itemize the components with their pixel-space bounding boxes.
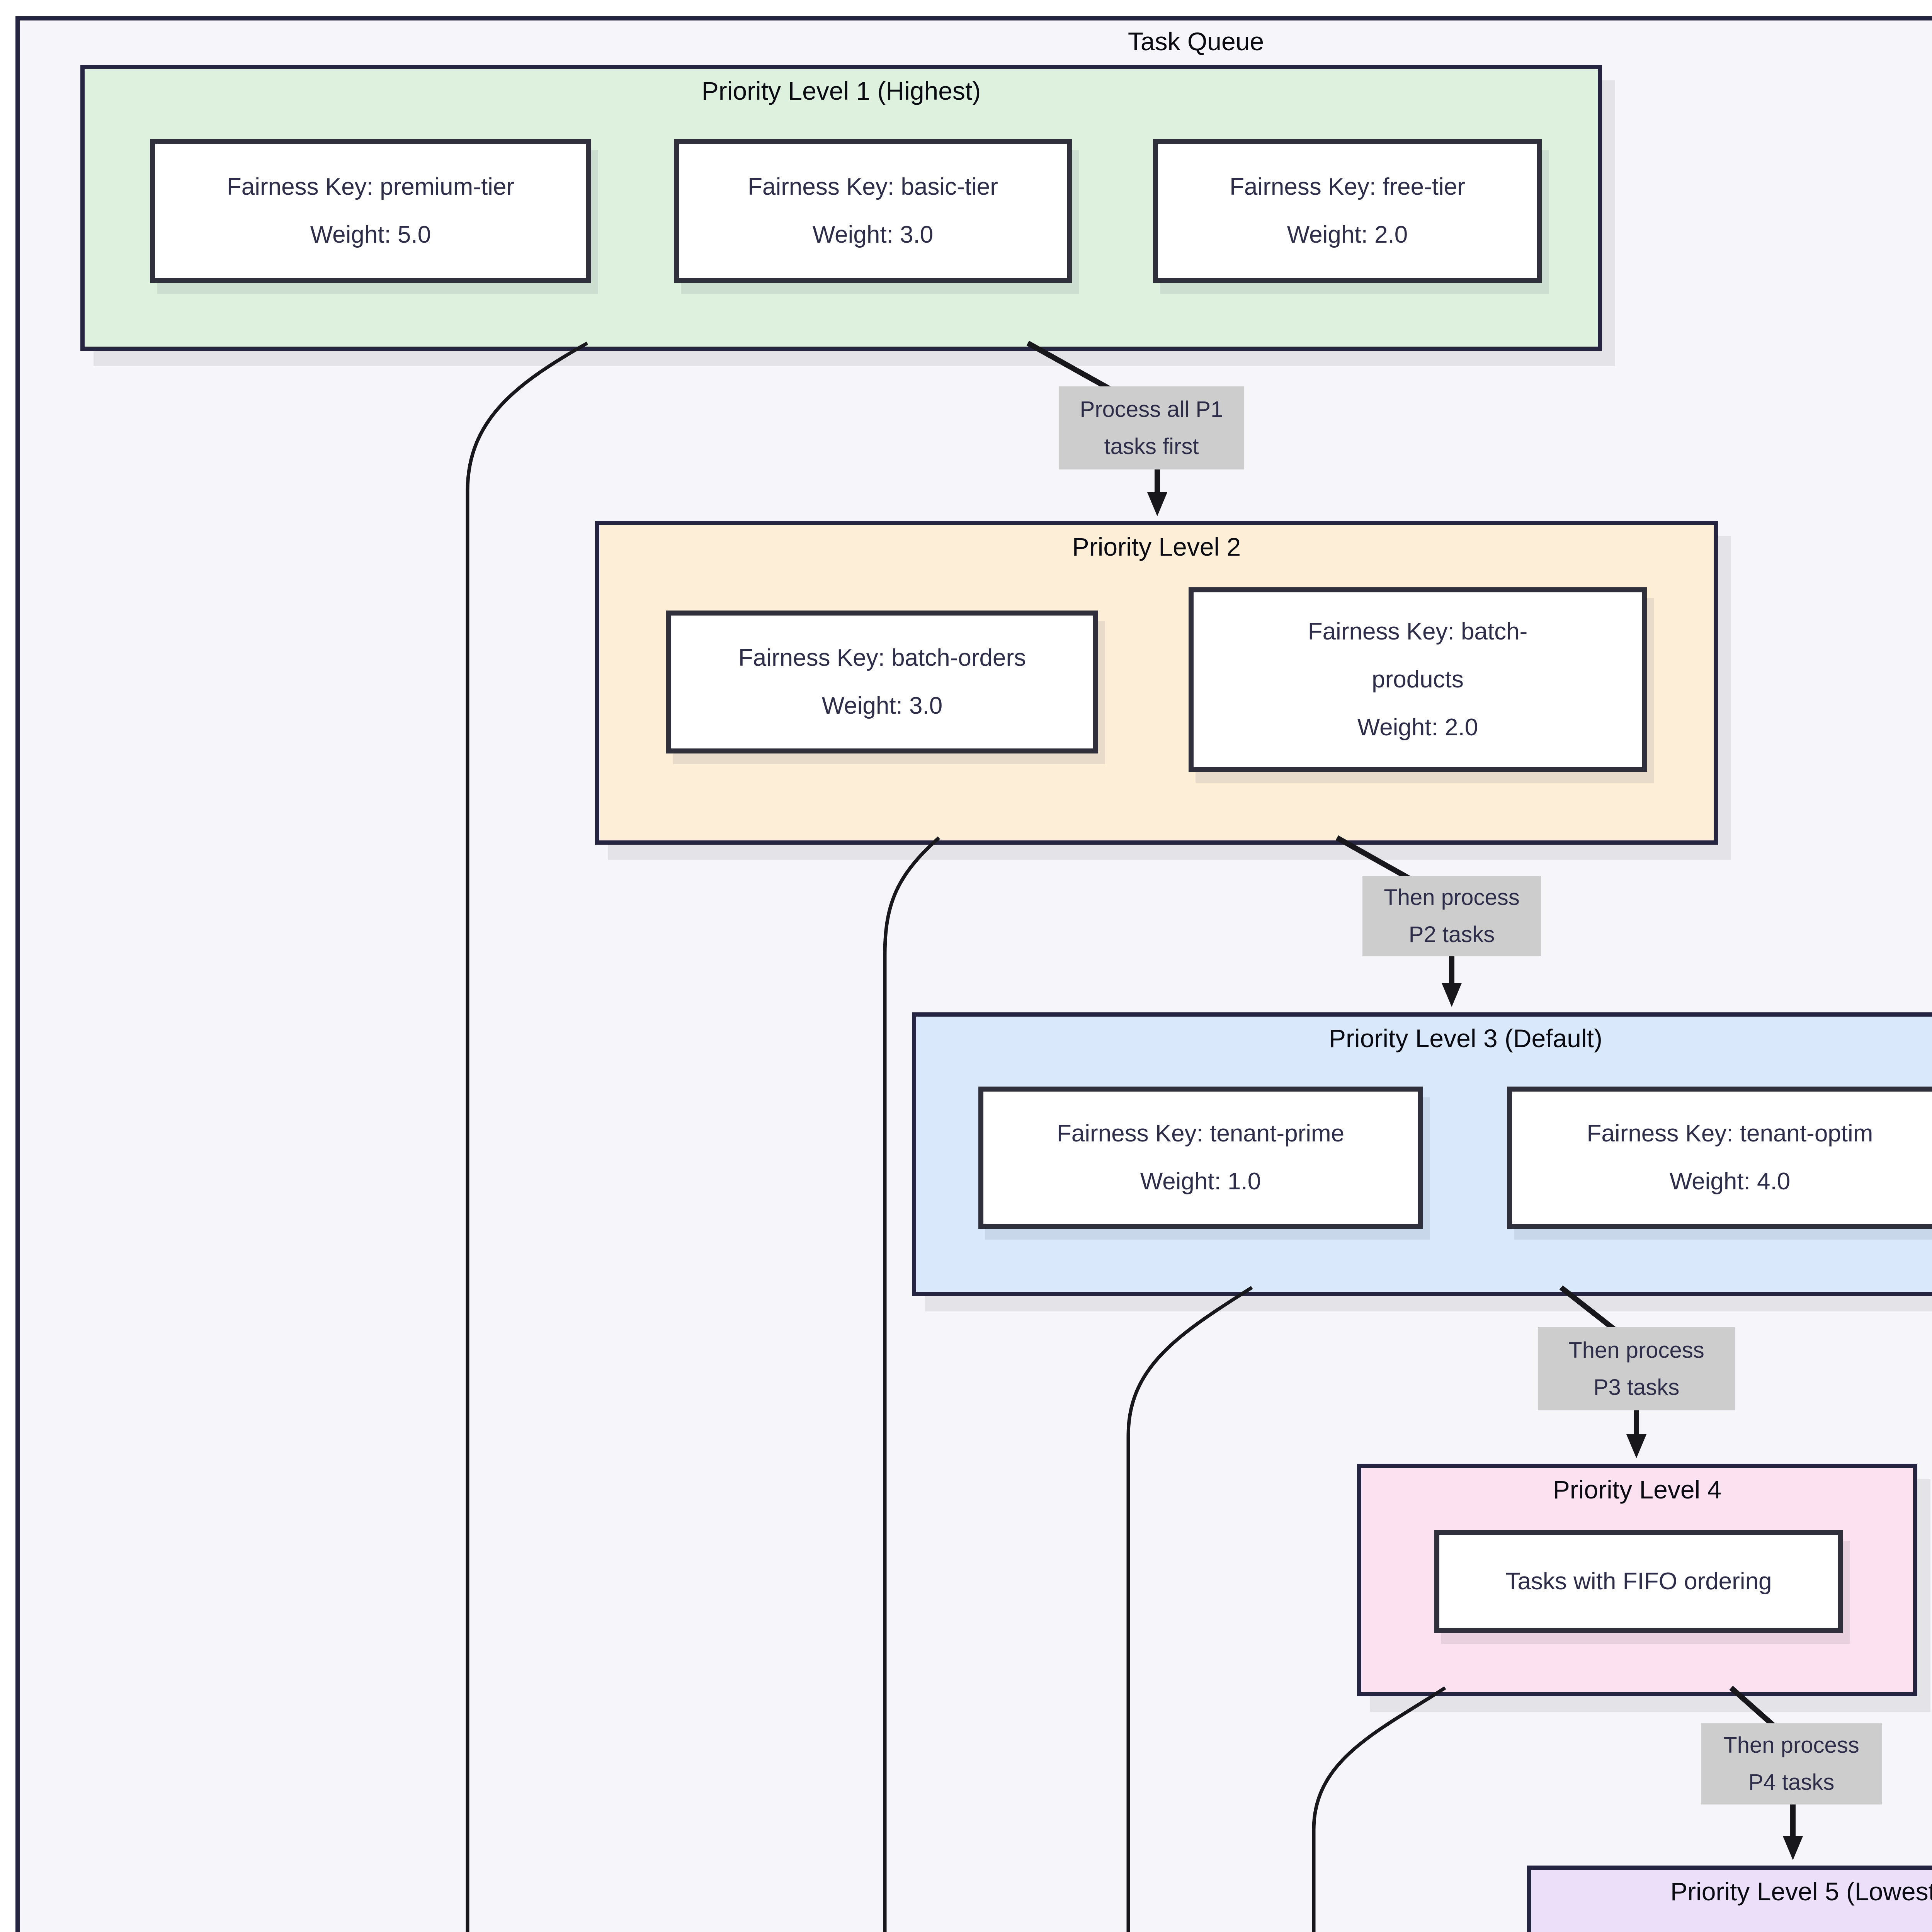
- edge-label-line: tasks first: [1104, 434, 1199, 459]
- edge-label-line: Then process: [1723, 1733, 1859, 1758]
- node-line: Weight: 1.0: [1140, 1168, 1261, 1195]
- node-line: Weight: 5.0: [310, 221, 431, 248]
- node-line: Weight: 3.0: [812, 221, 934, 248]
- priority-level-3-title: Priority Level 3 (Default): [1329, 1024, 1602, 1053]
- node-line: Weight: 4.0: [1669, 1168, 1791, 1195]
- node-line: Weight: 3.0: [821, 692, 943, 719]
- node-batch-orders: Fairness Key: batch-orders Weight: 3.0: [666, 611, 1098, 753]
- node-line: Fairness Key: free-tier: [1230, 173, 1465, 200]
- priority-level-4-title: Priority Level 4: [1553, 1475, 1722, 1504]
- edge-label-process-p1: Process all P1 tasks first: [1059, 386, 1244, 469]
- task-queue-title: Task Queue: [1128, 27, 1264, 56]
- edge-label-line: Process all P1: [1080, 396, 1223, 422]
- edge-label-line: Then process: [1568, 1337, 1704, 1363]
- edge-label-line: P3 tasks: [1593, 1374, 1680, 1400]
- priority-level-5-title: Priority Level 5 (Lowest): [1670, 1877, 1932, 1906]
- node-free-tier: Fairness Key: free-tier Weight: 2.0: [1153, 139, 1542, 283]
- edge-label-process-p2: Then process P2 tasks: [1362, 876, 1541, 956]
- node-premium-tier: Fairness Key: premium-tier Weight: 5.0: [150, 139, 591, 283]
- edge-label-line: Then process: [1384, 885, 1520, 910]
- node-line: Weight: 2.0: [1357, 714, 1478, 741]
- node-line: Tasks with FIFO ordering: [1505, 1568, 1772, 1595]
- node-line: Fairness Key: premium-tier: [226, 173, 515, 200]
- node-line: Fairness Key: tenant-optim: [1587, 1120, 1873, 1147]
- node-basic-tier: Fairness Key: basic-tier Weight: 3.0: [674, 139, 1072, 283]
- node-line: Fairness Key: batch-orders: [738, 645, 1026, 671]
- node-line: Weight: 2.0: [1287, 221, 1408, 248]
- node-line: Fairness Key: batch-: [1308, 618, 1528, 645]
- edge-label-line: P2 tasks: [1408, 922, 1495, 947]
- node-line: Fairness Key: tenant-prime: [1056, 1120, 1345, 1147]
- node-tenant-optim: Fairness Key: tenant-optim Weight: 4.0: [1507, 1087, 1932, 1229]
- priority-level-5-container: Priority Level 5 (Lowest): [1527, 1866, 1932, 1932]
- edge-label-process-p3: Then process P3 tasks: [1538, 1327, 1735, 1410]
- node-line: products: [1372, 666, 1464, 693]
- priority-level-2-title: Priority Level 2: [1072, 532, 1241, 561]
- node-tenant-prime: Fairness Key: tenant-prime Weight: 1.0: [978, 1087, 1423, 1229]
- node-batch-products: Fairness Key: batch- products Weight: 2.…: [1189, 587, 1647, 772]
- edge-label-line: P4 tasks: [1748, 1770, 1835, 1795]
- priority-level-1-title: Priority Level 1 (Highest): [701, 77, 981, 105]
- node-line: Fairness Key: basic-tier: [748, 173, 998, 200]
- node-p4-fifo: Tasks with FIFO ordering: [1434, 1530, 1843, 1633]
- edge-label-process-p4: Then process P4 tasks: [1701, 1723, 1882, 1804]
